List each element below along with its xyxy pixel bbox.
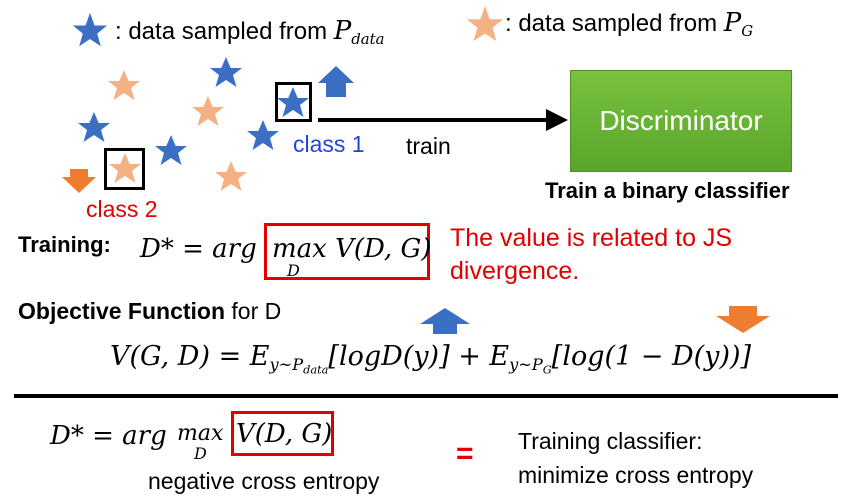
down-arrow-icon <box>62 169 96 193</box>
class1-box <box>275 82 312 122</box>
orange-star-legend-icon <box>466 5 504 42</box>
discriminator-label: Discriminator <box>599 105 763 136</box>
orange-star-icon <box>192 96 224 126</box>
up-arrow-icon <box>420 308 470 334</box>
objective-arrows <box>420 306 770 334</box>
bottom-max: max <box>177 421 224 446</box>
class2-label: class 2 <box>86 196 158 222</box>
objective-equation: V(G, D) = Ey~Pdata[logD(y)] + Ey~PG[log(… <box>110 341 752 377</box>
training-classifier-line1: Training classifier: <box>518 428 703 454</box>
training-note-line2: divergence. <box>450 257 580 285</box>
divider <box>14 394 838 398</box>
training-boxed: max V(D, G) <box>272 234 432 264</box>
binary-classifier-label: Train a binary classifier <box>545 178 790 203</box>
down-arrow-icon <box>716 306 770 333</box>
legend-blue-sub: data <box>351 30 385 49</box>
bottom-max-sub: D <box>194 444 207 463</box>
train-arrowhead <box>546 109 568 131</box>
up-arrow-icon <box>318 66 354 97</box>
training-max-box <box>264 223 430 280</box>
blue-star-icon <box>155 135 187 165</box>
orange-star-icon <box>108 70 140 100</box>
training-lhs: D* = arg <box>140 234 257 264</box>
training-label: Training: <box>18 232 111 257</box>
class1-label: class 1 <box>293 131 365 157</box>
blue-star-icon <box>247 120 279 150</box>
legend-blue-symbol: P <box>333 16 352 46</box>
blue-star-legend-icon <box>72 12 108 47</box>
bottom-v-box <box>231 411 334 456</box>
class2-box <box>104 148 145 190</box>
legend-orange-text: : data sampled from PG <box>505 8 754 41</box>
equals-sign: = <box>456 437 474 470</box>
legend-orange-sub: G <box>741 22 754 41</box>
discriminator-box: Discriminator <box>570 70 792 172</box>
blue-star-icon <box>78 112 110 142</box>
blue-star-icon <box>210 57 242 87</box>
bottom-lhs: D* = arg <box>50 421 167 451</box>
legend-orange-symbol: P <box>723 8 742 38</box>
bottom-boxed: V(D, G) <box>236 419 333 449</box>
orange-star-icon <box>215 161 247 191</box>
training-max-sub: D <box>287 261 300 280</box>
objective-label: Objective Function for D <box>18 298 282 324</box>
training-note-line1: The value is related to JS <box>450 224 733 252</box>
training-classifier-line2: minimize cross entropy <box>518 462 754 488</box>
legend-blue-text: : data sampled from Pdata <box>115 16 385 49</box>
negative-cross-entropy: negative cross entropy <box>148 468 380 494</box>
star-scatter <box>62 57 568 193</box>
train-label: train <box>406 133 451 159</box>
